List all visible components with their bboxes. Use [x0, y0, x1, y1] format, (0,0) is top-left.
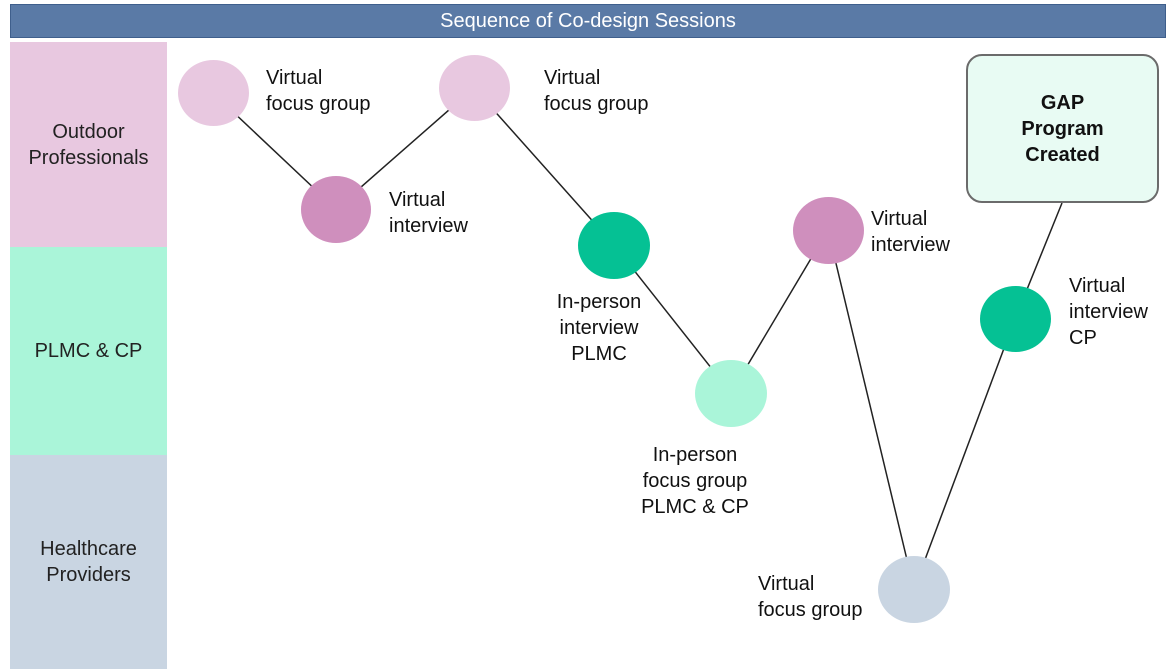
- node-virtual-interview-cp: [980, 286, 1051, 352]
- lane-plmc-cp: PLMC & CP: [10, 247, 167, 455]
- node-label-virtual-interview-1: Virtual interview: [389, 189, 468, 237]
- node-label-virtual-focus-group-healthcare: Virtual focus group: [758, 573, 863, 621]
- outcome-gap-program-created: GAP Program Created: [966, 54, 1159, 203]
- lane-outdoor-professionals: Outdoor Professionals: [10, 42, 167, 247]
- node-label-virtual-focus-group-1: Virtual focus group: [266, 67, 371, 115]
- lane-label-plmc-cp: PLMC & CP: [34, 340, 143, 362]
- node-in-person-interview-plmc: [578, 212, 650, 279]
- node-virtual-interview-1: [301, 176, 371, 243]
- lane-healthcare-providers: Healthcare Providers: [10, 455, 167, 669]
- node-label-in-person-focus-group-plmc-cp: In-person focus group PLMC & CP: [641, 444, 749, 518]
- lane-label-healthcare-providers: Healthcare Providers: [40, 538, 137, 586]
- connector-7-8: [913, 318, 1016, 590]
- node-label-virtual-focus-group-2: Virtual focus group: [544, 67, 649, 115]
- node-virtual-interview-2: [793, 197, 864, 264]
- node-label-virtual-interview-cp: Virtual interview CP: [1069, 275, 1148, 349]
- node-in-person-focus-group-plmc-cp: [695, 360, 767, 427]
- node-virtual-focus-group-1: [178, 60, 249, 126]
- node-label-virtual-interview-2: Virtual interview: [871, 208, 950, 256]
- diagram-title: Sequence of Co-design Sessions: [10, 4, 1166, 38]
- node-virtual-focus-group-2: [439, 55, 510, 121]
- node-label-in-person-interview-plmc: In-person interview PLMC: [556, 291, 642, 365]
- node-virtual-focus-group-healthcare: [878, 556, 950, 623]
- outcome-label: GAP Program Created: [1021, 91, 1104, 166]
- lane-label-outdoor-professionals: Outdoor Professionals: [28, 120, 149, 169]
- connector-6-7: [827, 229, 915, 590]
